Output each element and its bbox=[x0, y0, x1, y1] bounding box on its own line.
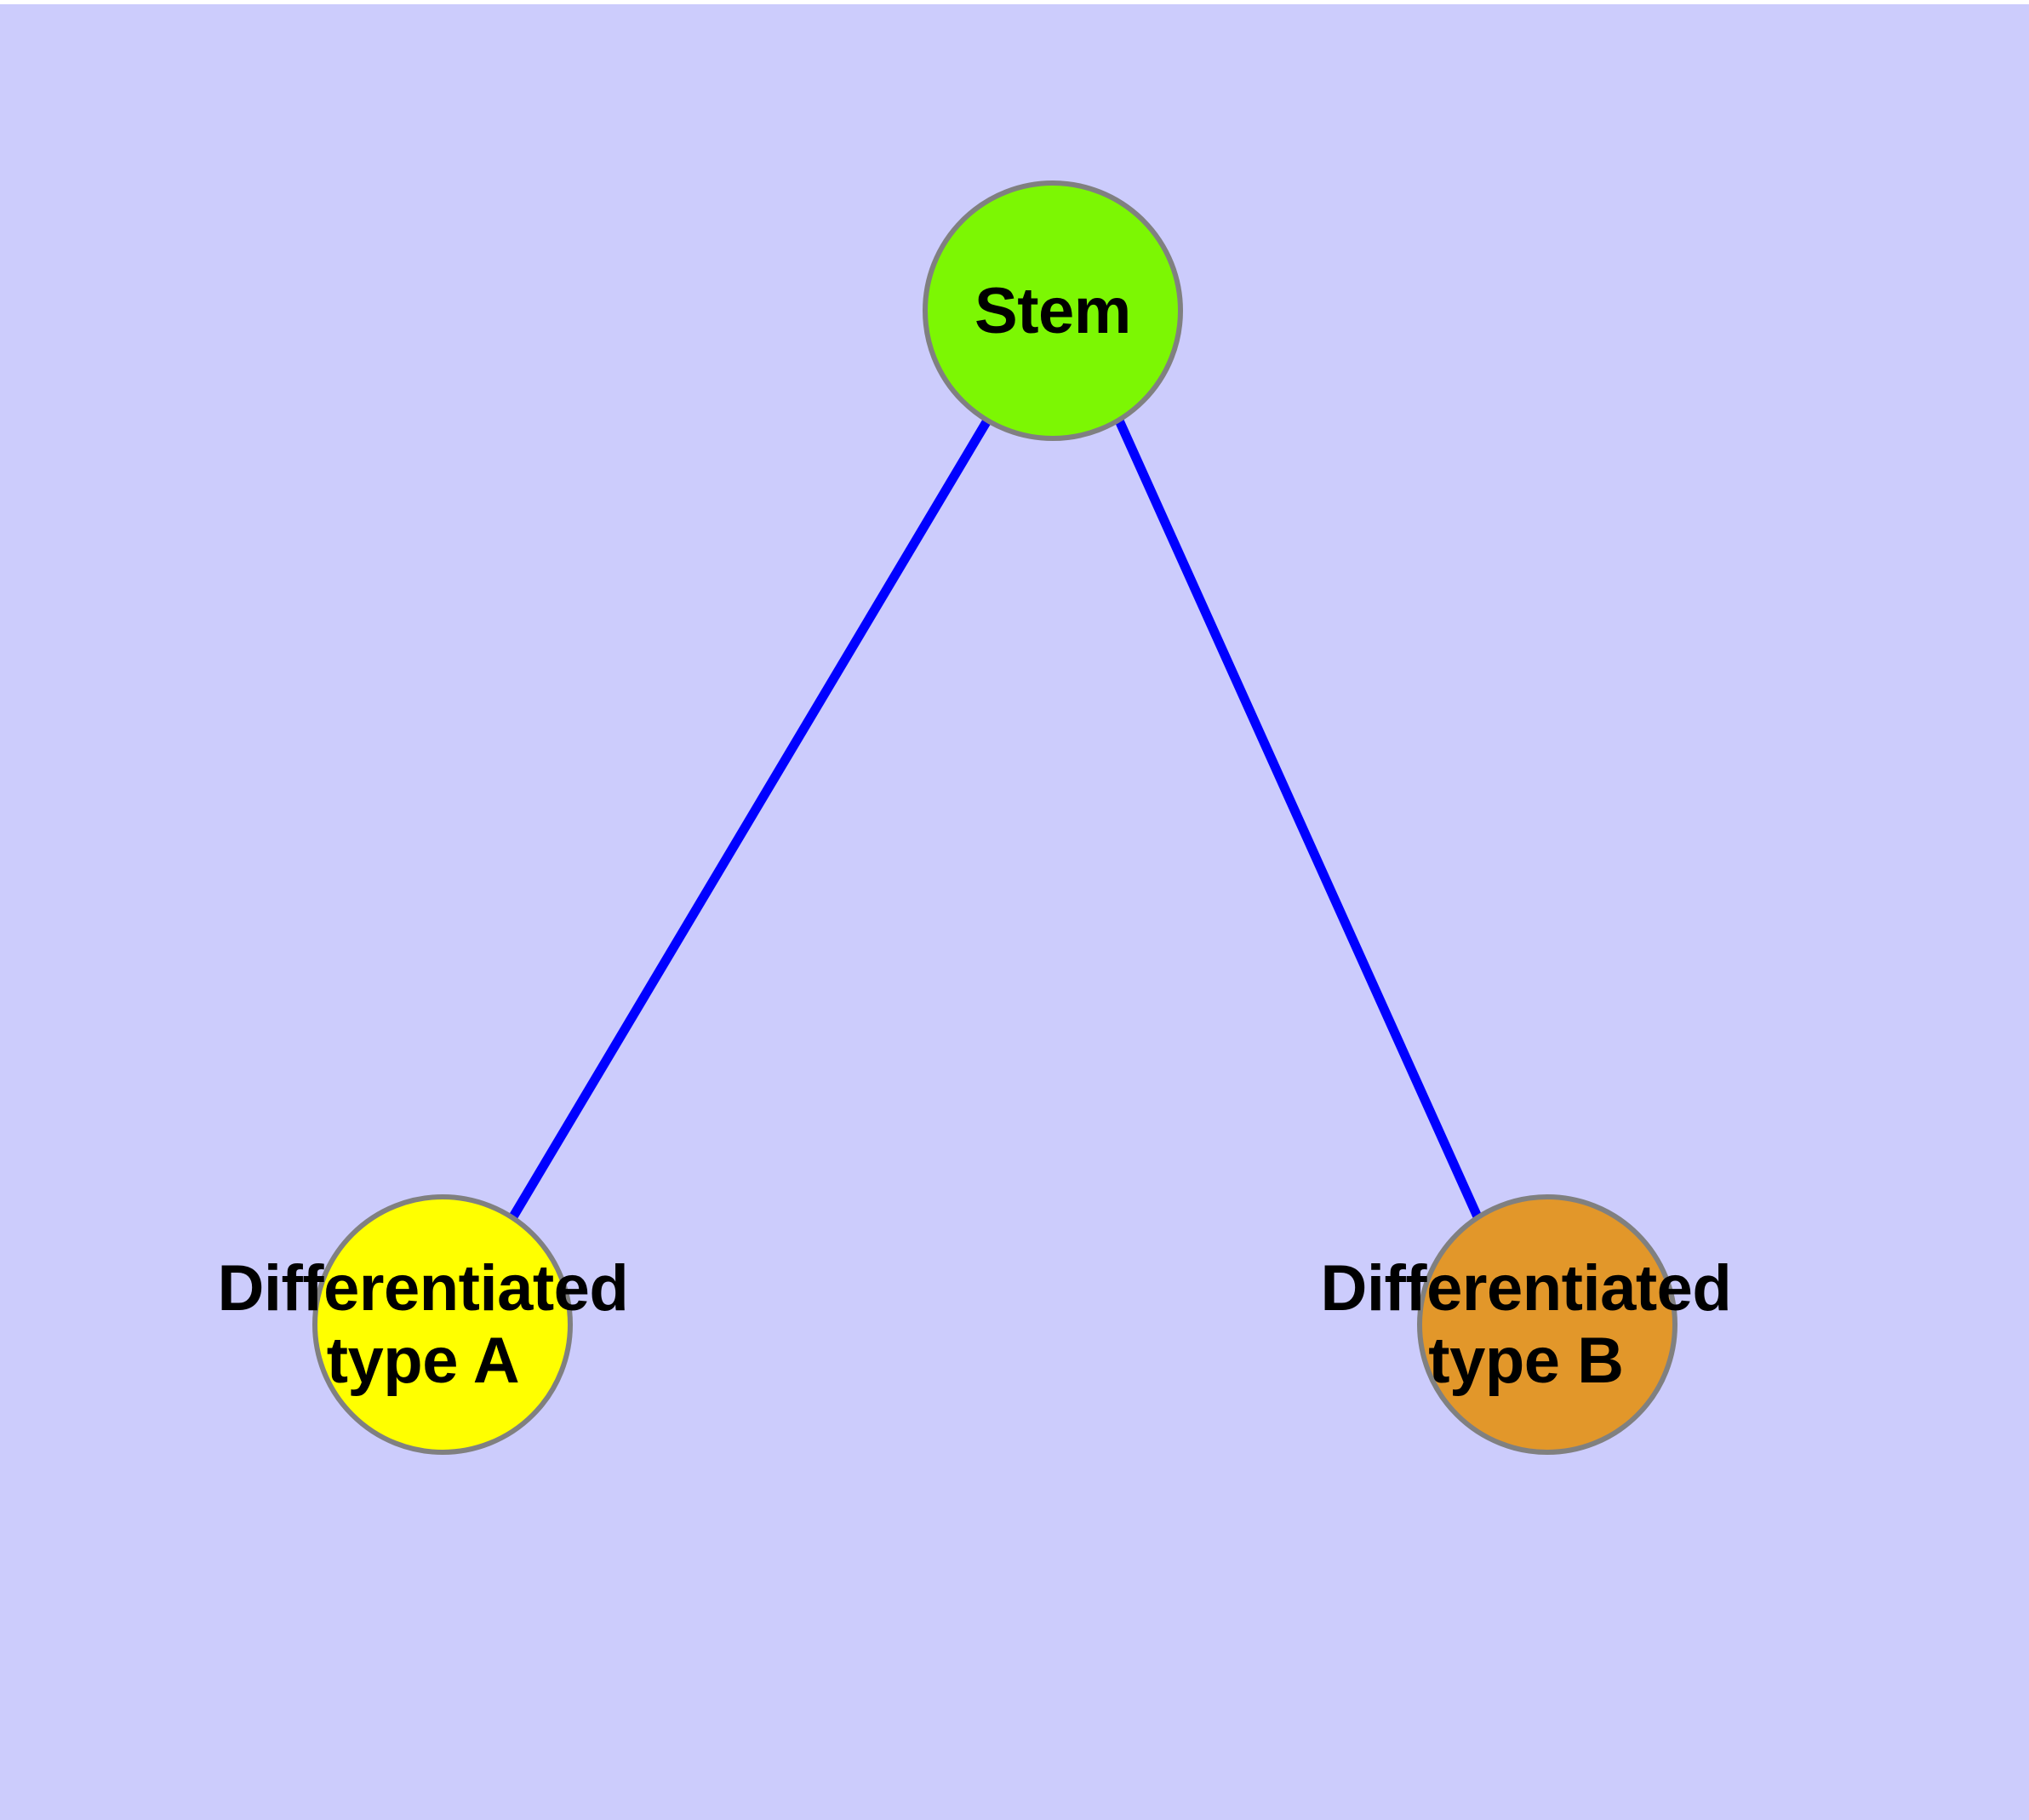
edge-layer bbox=[506, 418, 1485, 1225]
edge-stem-diff-b bbox=[1114, 418, 1485, 1225]
node-layer bbox=[312, 180, 1677, 1455]
node-diff_a[interactable] bbox=[312, 1194, 573, 1455]
node-diff_b[interactable] bbox=[1417, 1194, 1677, 1455]
node-stem[interactable] bbox=[923, 180, 1183, 441]
edge-stem-diff-a bbox=[506, 418, 992, 1225]
